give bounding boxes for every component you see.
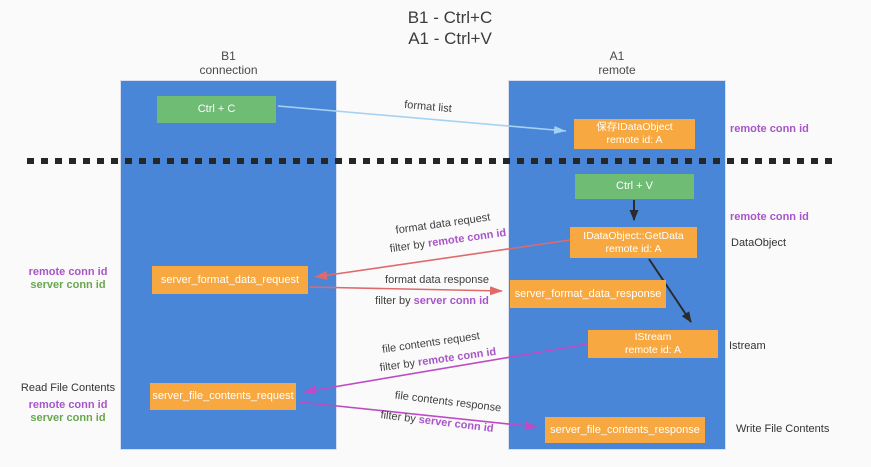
node-idataobject-getdata-line2: remote id: A <box>605 242 662 255</box>
lane-b1-name: B1 <box>221 49 236 63</box>
filter-prefix: filter by <box>379 356 419 375</box>
filter-prefix: filter by <box>379 409 420 426</box>
label-istream: Istream <box>729 340 766 352</box>
node-istream-line2: remote id: A <box>624 344 682 356</box>
lane-a1-role: remote <box>598 63 636 77</box>
node-save-idataobject-line1: 保存IDataObject <box>596 121 673 133</box>
node-idataobject-getdata: IDataObject::GetData remote id: A <box>570 227 697 258</box>
edge-label-format-list: format list <box>403 98 453 116</box>
label-remote-conn-id-format-left: remote conn id <box>28 266 108 278</box>
node-server-format-data-response: server_format_data_response <box>510 280 666 308</box>
label-write-file-contents: Write File Contents <box>736 423 830 435</box>
node-server-format-data-response-label: server_format_data_response <box>514 287 662 300</box>
node-server-file-contents-request: server_file_contents_request <box>150 383 296 410</box>
arrow-format-data-response <box>308 286 503 296</box>
node-istream-line1: IStream <box>634 331 672 343</box>
node-idataobject-getdata-line1: IDataObject::GetData <box>583 229 684 242</box>
label-remote-conn-id-file-left: remote conn id <box>28 399 108 411</box>
filter-prefix: filter by <box>389 237 429 256</box>
phase-divider-dashed-line <box>27 158 835 164</box>
label-server-conn-id-file-left: server conn id <box>30 411 106 424</box>
node-ctrl-c-label: Ctrl + C <box>197 103 236 115</box>
filter-prefix: filter by <box>375 295 414 307</box>
diagram-title: B1 - Ctrl+C A1 - Ctrl+V <box>300 7 600 49</box>
label-server-conn-id-format-left: server conn id <box>30 278 106 291</box>
edge-label-filter-server-1: filter by server conn id <box>375 295 489 307</box>
node-istream: IStream remote id: A <box>588 330 718 358</box>
lane-b1-role: connection <box>199 63 258 77</box>
node-ctrl-c: Ctrl + C <box>157 96 276 123</box>
label-conn-ids-file-left: remote conn id server conn id <box>18 399 118 424</box>
edge-label-file-contents-response: file contents response <box>394 389 502 415</box>
node-server-file-contents-response: server_file_contents_response <box>545 417 705 443</box>
edge-label-format-data-response: format data response <box>385 274 489 286</box>
node-server-file-contents-response-label: server_file_contents_response <box>550 423 700 436</box>
diagram-title-line2: A1 - Ctrl+V <box>408 29 492 48</box>
lane-header-b1: B1 connection <box>120 49 337 77</box>
lane-header-a1: A1 remote <box>508 49 726 77</box>
node-save-idataobject: 保存IDataObject remote id: A <box>574 119 695 149</box>
edge-label-filter-server-2: filter by server conn id <box>380 409 494 435</box>
label-read-file-contents: Read File Contents <box>20 382 116 394</box>
node-ctrl-v: Ctrl + V <box>575 174 694 199</box>
filter-key-server-conn-id: server conn id <box>413 295 489 307</box>
diagram-title-line1: B1 - Ctrl+C <box>407 8 493 27</box>
lane-a1-name: A1 <box>609 49 625 63</box>
label-remote-conn-id-mid-right: remote conn id <box>730 211 809 223</box>
node-server-format-data-request: server_format_data_request <box>152 266 308 294</box>
label-conn-ids-format-left: remote conn id server conn id <box>18 266 118 291</box>
node-server-format-data-request-label: server_format_data_request <box>160 273 300 286</box>
node-server-file-contents-request-label: server_file_contents_request <box>152 390 294 402</box>
node-ctrl-v-label: Ctrl + V <box>616 180 653 192</box>
label-dataobject: DataObject <box>731 237 787 249</box>
node-save-idataobject-line2: remote id: A <box>606 134 663 146</box>
label-remote-conn-id-top-right: remote conn id <box>730 123 809 135</box>
filter-key-server-conn-id: server conn id <box>418 413 495 435</box>
